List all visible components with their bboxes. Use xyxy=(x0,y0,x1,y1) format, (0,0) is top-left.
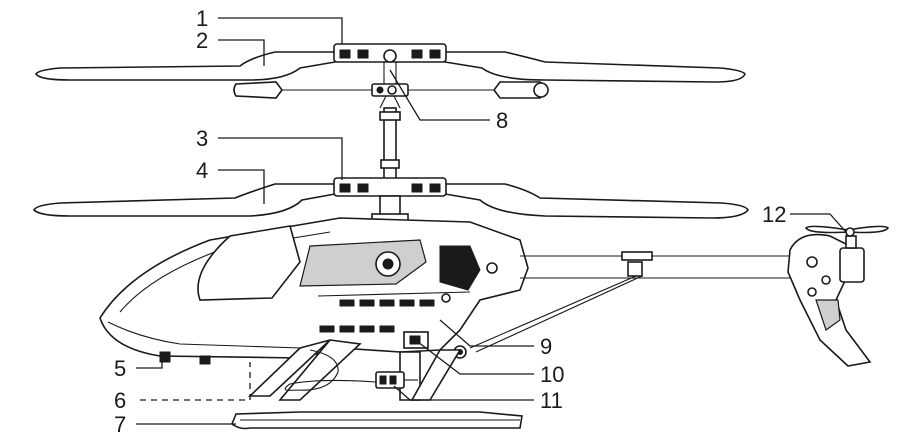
leader-9 xyxy=(439,319,534,347)
fuselage xyxy=(99,217,529,365)
upper-rotor-blade-right xyxy=(444,51,746,83)
leader-5 xyxy=(136,356,163,369)
lower-rotor-blade-right xyxy=(444,183,749,219)
callout-12: 12 xyxy=(762,202,786,227)
callout-6: 6 xyxy=(114,388,126,413)
leader-lines xyxy=(136,17,847,425)
leader-10 xyxy=(417,341,534,375)
upper-rotor xyxy=(35,43,746,83)
canopy xyxy=(197,225,301,301)
flybar xyxy=(233,81,549,99)
leader-3 xyxy=(218,137,343,180)
tail xyxy=(469,225,890,367)
callout-4: 4 xyxy=(196,158,208,183)
callout-5: 5 xyxy=(114,356,126,381)
leader-11 xyxy=(393,385,534,401)
lower-rotor xyxy=(33,177,749,225)
callout-9: 9 xyxy=(540,334,552,359)
leader-4 xyxy=(218,169,265,204)
lower-rotor-hub xyxy=(333,177,447,197)
leader-1 xyxy=(218,17,343,44)
landing-gear xyxy=(231,339,523,430)
callout-10: 10 xyxy=(540,362,564,387)
callout-11: 11 xyxy=(540,388,563,413)
callout-2: 2 xyxy=(196,28,208,53)
callout-1: 1 xyxy=(196,6,208,31)
lower-rotor-blade-left xyxy=(33,183,336,217)
upper-rotor-blade-left xyxy=(35,51,336,81)
callout-3: 3 xyxy=(196,126,208,151)
leader-6 xyxy=(140,362,251,401)
callout-8: 8 xyxy=(496,108,508,133)
leader-2 xyxy=(218,39,265,66)
leader-12 xyxy=(790,213,847,233)
leader-8 xyxy=(389,69,490,121)
tail-rotor xyxy=(804,225,890,234)
charging-cable xyxy=(284,349,418,391)
callout-labels: 1 2 3 4 5 6 7 8 9 10 11 12 xyxy=(114,6,786,437)
callout-7: 7 xyxy=(114,412,126,437)
